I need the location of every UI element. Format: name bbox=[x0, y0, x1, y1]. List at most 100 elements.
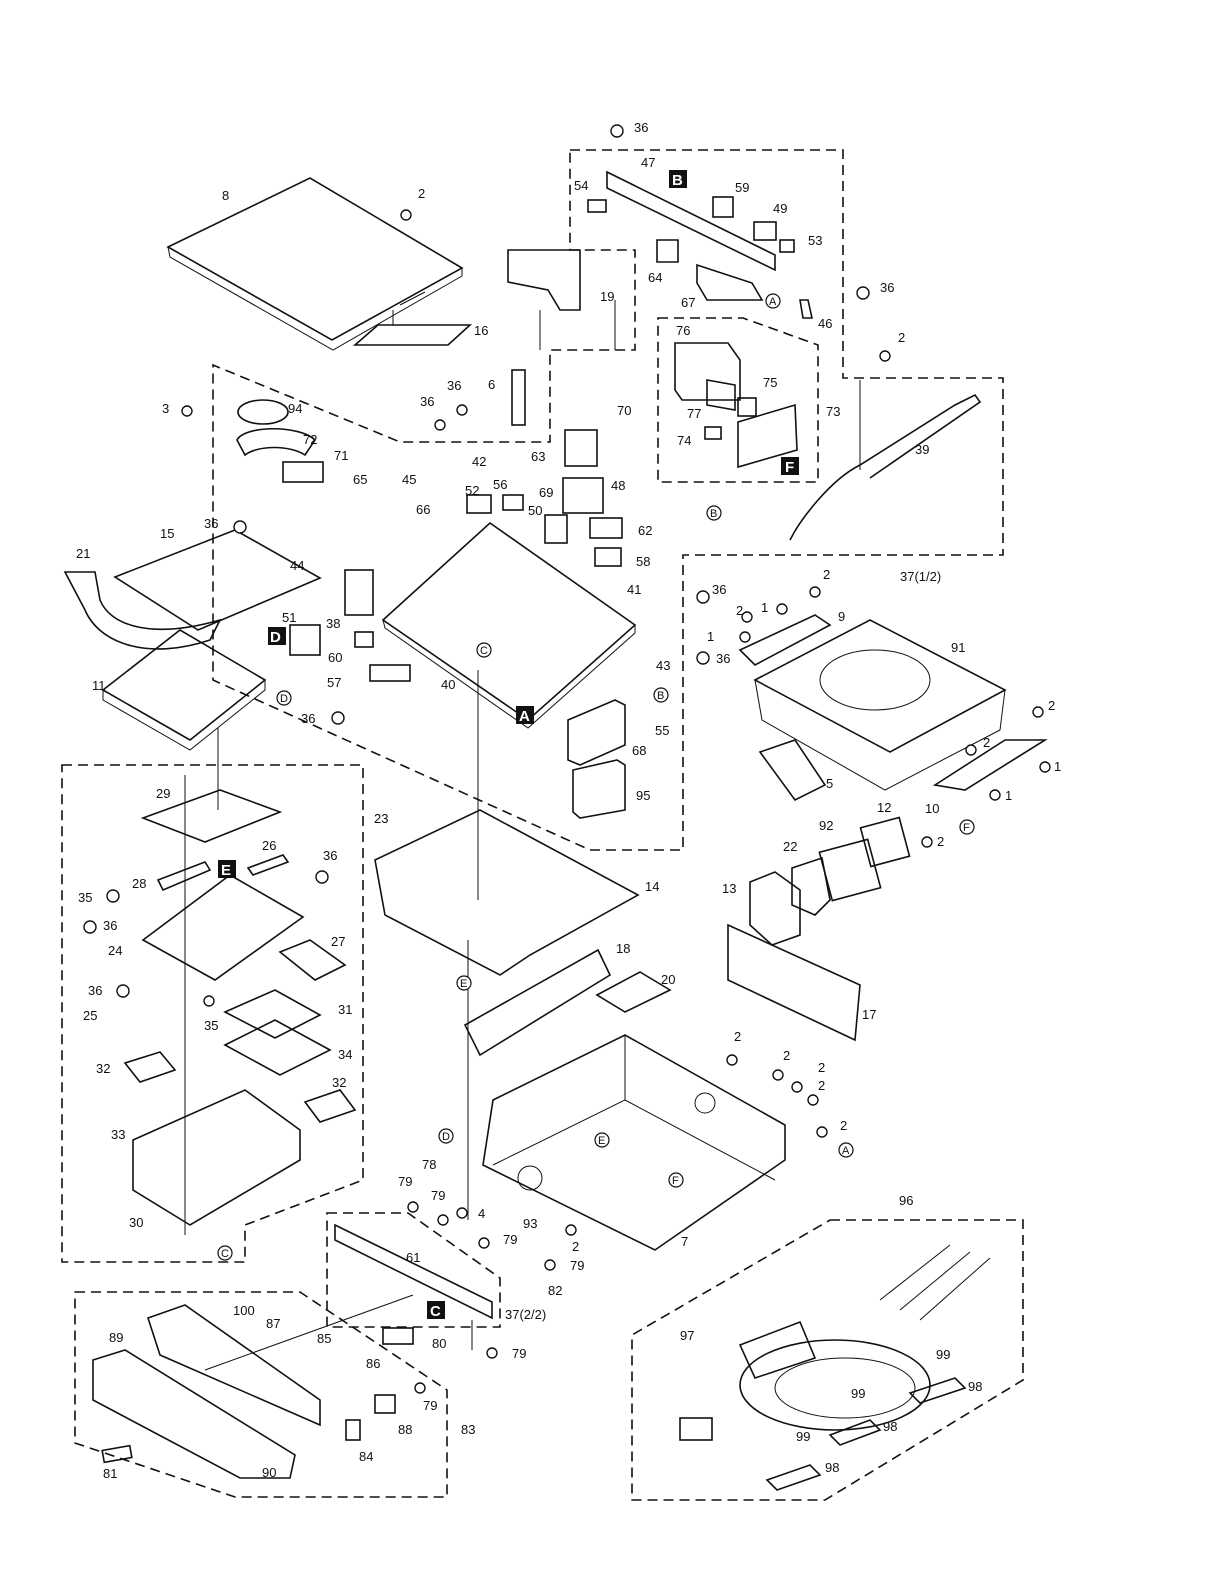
sheet-14-shape bbox=[374, 809, 640, 976]
callout: 34 bbox=[338, 1047, 352, 1062]
subassembly-boundaries bbox=[61, 149, 1024, 1501]
screw-icon bbox=[739, 631, 751, 643]
reference-marks: A A B B C C D D E E F F bbox=[217, 293, 975, 1261]
callout: 1 bbox=[1054, 759, 1061, 774]
rear-panel-17-shape bbox=[727, 923, 861, 1042]
callout: 98 bbox=[825, 1460, 839, 1475]
callout: 79 bbox=[431, 1188, 445, 1203]
callout: 67 bbox=[681, 295, 695, 310]
callout: 2 bbox=[983, 735, 990, 750]
callout: 74 bbox=[677, 433, 691, 448]
callout: 2 bbox=[572, 1239, 579, 1254]
callout: 98 bbox=[968, 1379, 982, 1394]
callout: 55 bbox=[655, 723, 669, 738]
part-13-shape bbox=[749, 871, 801, 946]
callout: 2 bbox=[736, 603, 743, 618]
callout: 36 bbox=[323, 848, 337, 863]
callout: 1 bbox=[707, 629, 714, 644]
callout: 32 bbox=[332, 1075, 346, 1090]
callout: 12 bbox=[877, 800, 891, 815]
callout: 36 bbox=[880, 280, 894, 295]
callout: 72 bbox=[303, 432, 317, 447]
screw-icon bbox=[456, 404, 468, 416]
callout: 92 bbox=[819, 818, 833, 833]
callout: 95 bbox=[636, 788, 650, 803]
screw-icon bbox=[726, 1054, 738, 1066]
screw-icon bbox=[776, 603, 788, 615]
callout: 35 bbox=[78, 890, 92, 905]
bracket-10-shape bbox=[932, 739, 1048, 791]
block-b-parts bbox=[587, 170, 813, 319]
callout: 93 bbox=[523, 1216, 537, 1231]
callout: 60 bbox=[328, 650, 342, 665]
callout: 36 bbox=[88, 983, 102, 998]
callout: 44 bbox=[290, 558, 304, 573]
screw-icon bbox=[879, 350, 891, 362]
callout: 61 bbox=[406, 1250, 420, 1265]
callout: 37(2/2) bbox=[505, 1307, 546, 1322]
svg-text:F: F bbox=[672, 1175, 679, 1187]
callout: 2 bbox=[418, 186, 425, 201]
callout: 96 bbox=[899, 1193, 913, 1208]
callout: 2 bbox=[818, 1078, 825, 1093]
screw-icon bbox=[816, 1126, 828, 1138]
callout: 29 bbox=[156, 786, 170, 801]
callout: 2 bbox=[818, 1060, 825, 1075]
screw-icon bbox=[116, 984, 130, 998]
svg-text:C: C bbox=[480, 645, 488, 657]
circled-letter-icon: A bbox=[838, 1142, 854, 1158]
screw-icon bbox=[856, 286, 870, 300]
svg-text:B: B bbox=[657, 690, 664, 702]
callout: 36 bbox=[634, 120, 648, 135]
callout: 42 bbox=[472, 454, 486, 469]
callout: 27 bbox=[331, 934, 345, 949]
callout: 37(1/2) bbox=[900, 569, 941, 584]
callout: 8 bbox=[222, 188, 229, 203]
callout: 3 bbox=[162, 401, 169, 416]
svg-text:D: D bbox=[280, 693, 288, 705]
svg-text:E: E bbox=[598, 1135, 605, 1147]
svg-text:D: D bbox=[270, 629, 281, 646]
callout: 70 bbox=[617, 403, 631, 418]
callout: 64 bbox=[648, 270, 662, 285]
circled-letter-icon: F bbox=[959, 819, 975, 835]
screw-icon bbox=[414, 1382, 426, 1394]
harness-96 bbox=[679, 1244, 991, 1491]
callout: 79 bbox=[423, 1398, 437, 1413]
callout: 31 bbox=[338, 1002, 352, 1017]
circled-letter-icon: B bbox=[653, 687, 669, 703]
circled-letter-icon: D bbox=[438, 1128, 454, 1144]
circled-letter-icon: E bbox=[456, 975, 472, 991]
callout: 69 bbox=[539, 485, 553, 500]
callout: 39 bbox=[915, 442, 929, 457]
screw-icon bbox=[1039, 761, 1051, 773]
callout: 1 bbox=[1005, 788, 1012, 803]
callout: 66 bbox=[416, 502, 430, 517]
callout: 36 bbox=[447, 378, 461, 393]
screw-icon bbox=[544, 1259, 556, 1271]
cable-39 bbox=[789, 380, 982, 541]
screw-icon bbox=[565, 1224, 577, 1236]
main-board-a bbox=[236, 399, 637, 729]
callout: 57 bbox=[327, 675, 341, 690]
callout: 46 bbox=[818, 316, 832, 331]
callout: 2 bbox=[898, 330, 905, 345]
svg-text:F: F bbox=[785, 459, 794, 476]
callout: 38 bbox=[326, 616, 340, 631]
callout: 17 bbox=[862, 1007, 876, 1022]
black-box-letter-icon: B bbox=[669, 170, 687, 189]
callout: 2 bbox=[823, 567, 830, 582]
callout: 43 bbox=[656, 658, 670, 673]
cable-21-shape bbox=[63, 571, 222, 650]
callout: 83 bbox=[461, 1422, 475, 1437]
callout: 36 bbox=[420, 394, 434, 409]
circled-letter-icon: F bbox=[668, 1172, 684, 1188]
top-cover-group bbox=[166, 177, 473, 351]
callout: 5 bbox=[826, 776, 833, 791]
svg-text:B: B bbox=[710, 508, 717, 520]
callout: 2 bbox=[937, 834, 944, 849]
screw-icon bbox=[478, 1237, 490, 1249]
black-box-letter-icon: D bbox=[268, 627, 286, 646]
callout: 54 bbox=[574, 178, 588, 193]
callout: 99 bbox=[851, 1386, 865, 1401]
